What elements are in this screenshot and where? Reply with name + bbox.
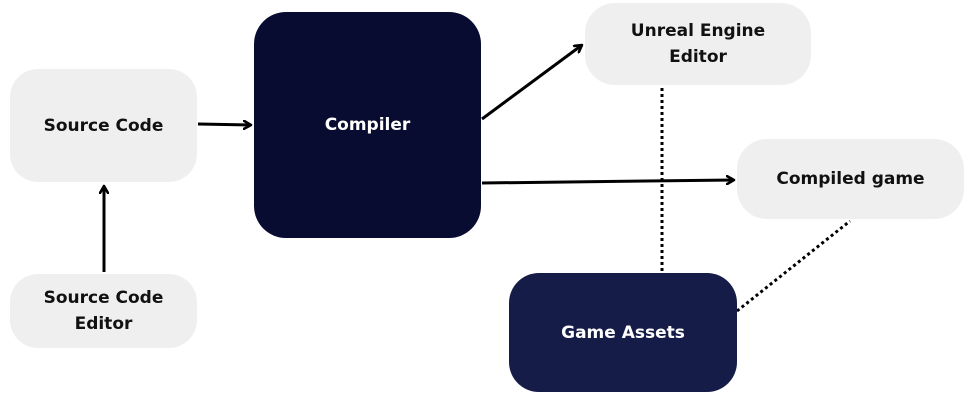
node-compiled-game-label: Compiled game [776,169,925,189]
node-compiler: Compiler [254,12,481,238]
node-game-assets: Game Assets [509,273,737,392]
node-unreal-engine-editor: Unreal Engine Editor [585,3,811,85]
node-unreal-engine-editor-label-line1: Unreal Engine [630,21,766,41]
node-source-code-label: Source Code [43,115,164,136]
arrow-compiler-to-compiled-game [481,180,734,183]
node-compiler-label: Compiler [324,115,411,135]
node-source-code: Source Code [10,69,197,182]
node-source-code-editor-label-line1: Source Code [43,288,164,308]
node-unreal-engine-editor-label-line2: Editor [669,47,727,67]
node-source-code-editor-label-line2: Editor [74,314,133,334]
arrow-source-code-to-compiler [197,124,251,125]
node-compiled-game: Compiled game [737,139,964,219]
node-game-assets-label: Game Assets [561,322,685,343]
node-source-code-editor: Source Code Editor [10,274,197,348]
arrow-compiler-to-unreal-editor [481,45,582,121]
dotted-assets-to-compiled-game [736,219,851,313]
